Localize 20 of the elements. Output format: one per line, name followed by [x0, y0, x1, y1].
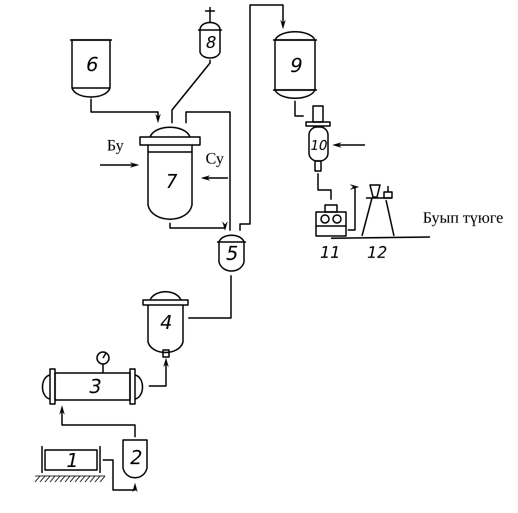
edge-label: Су — [204, 152, 226, 168]
vessel: 5 — [217, 234, 246, 272]
node-label: 11 — [320, 246, 338, 258]
vessel: 12 — [361, 184, 395, 258]
vessel: 4 — [142, 291, 189, 358]
pipe-arrow — [294, 100, 304, 117]
edge-label: Бу — [106, 138, 125, 156]
edge-label: Буып түюге — [421, 210, 505, 228]
vessel: 6 — [70, 39, 112, 98]
vessel: 11 — [315, 204, 347, 258]
vessel: 3 — [42, 351, 144, 405]
vessel: 8 — [198, 7, 222, 59]
vessel: 9 — [273, 31, 317, 99]
node-label: 12 — [368, 246, 386, 258]
vessel: 7 — [139, 126, 201, 220]
vessel: 2 — [122, 439, 148, 478]
node-label: 4 — [160, 315, 172, 329]
vessel: 1 — [34, 446, 106, 482]
pipe-arrow — [239, 4, 286, 231]
vessel: 10 — [305, 105, 331, 172]
